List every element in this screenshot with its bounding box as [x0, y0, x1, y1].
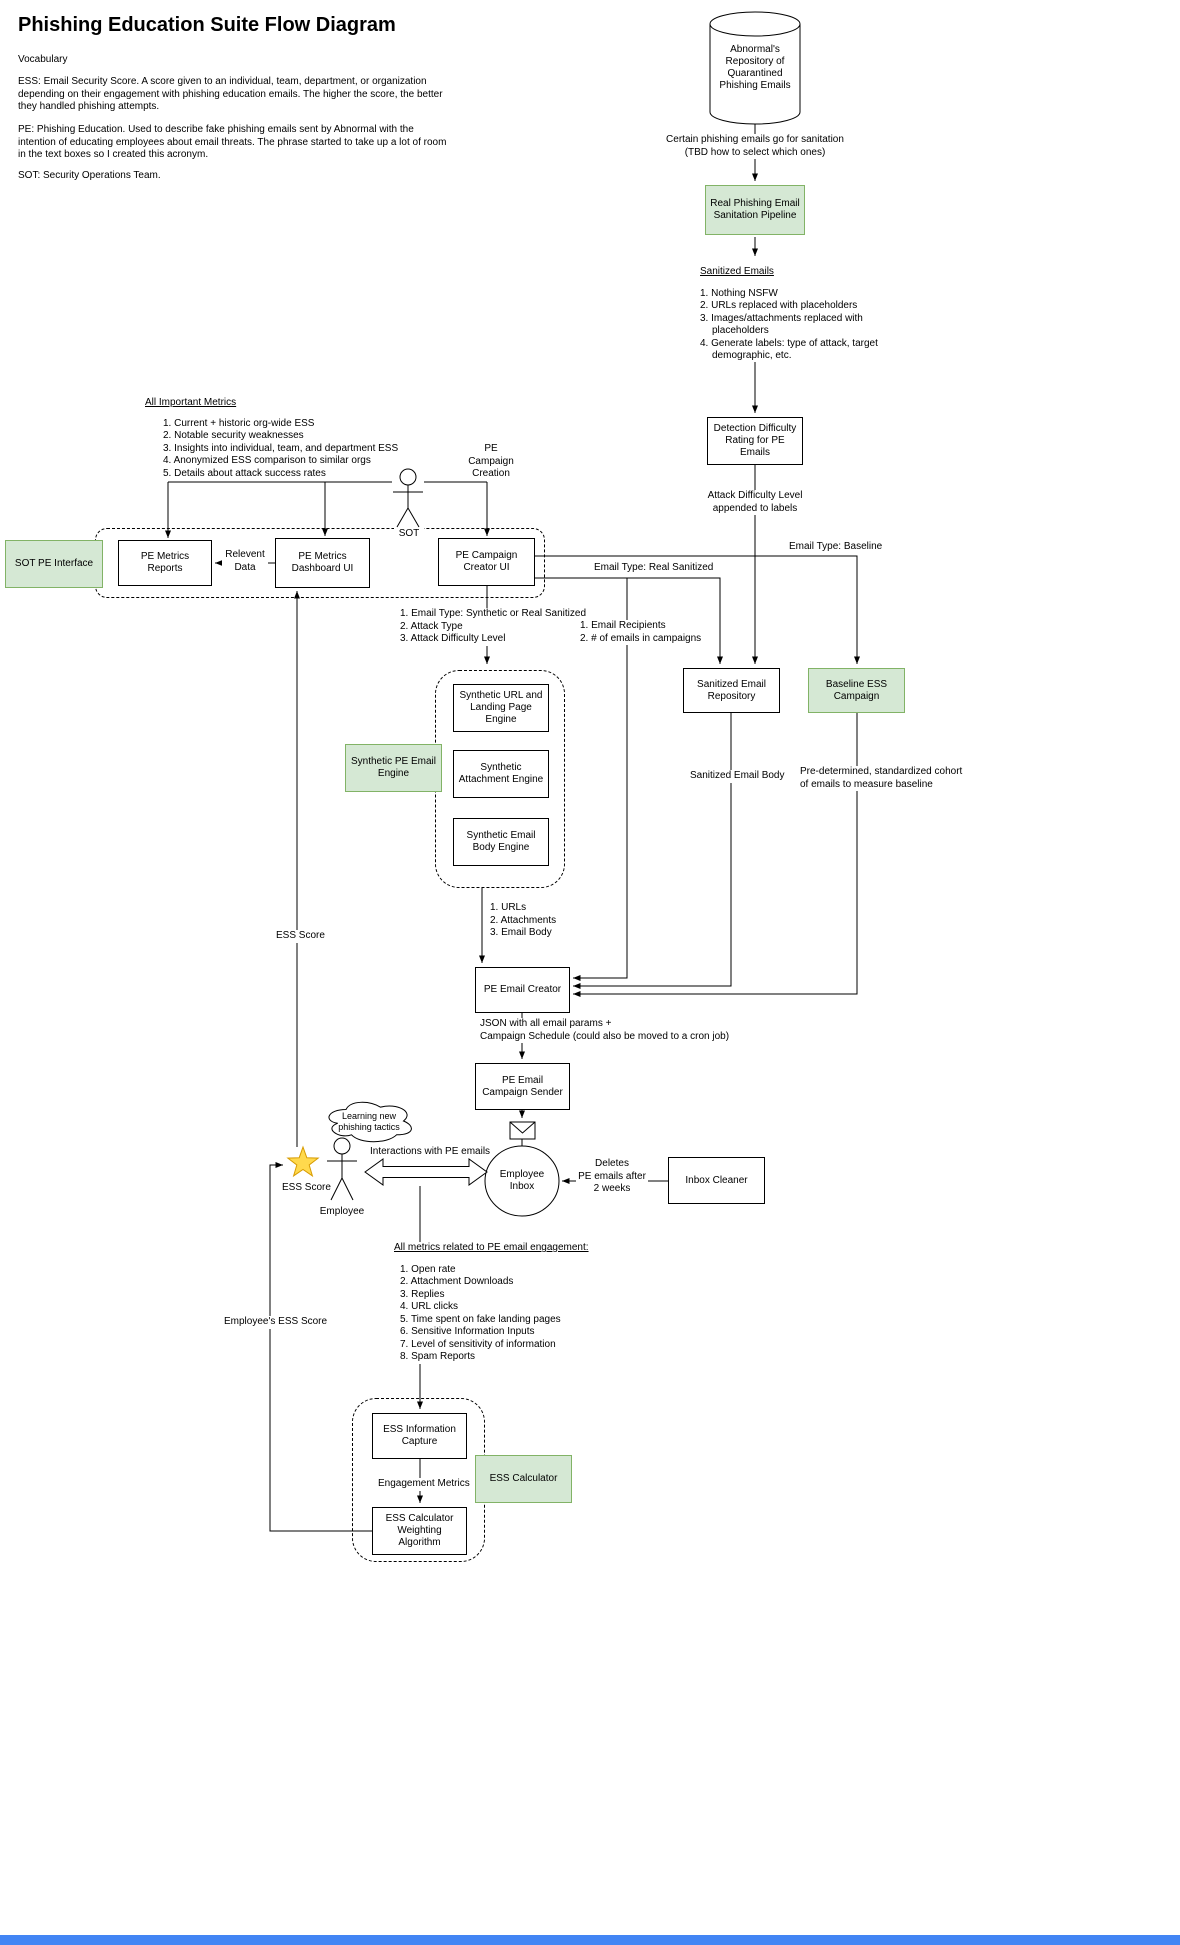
node-sanitation-pipeline: Real Phishing Email Sanitation Pipeline	[705, 185, 805, 235]
vocabulary-ess: ESS: Email Security Score. A score given…	[18, 76, 443, 112]
star-icon	[286, 1145, 320, 1178]
node-repository-db-label: Abnormal's Repository of Quarantined Phi…	[719, 44, 791, 91]
label-sanitized-email-body: Sanitized Email Body	[688, 770, 787, 783]
actor-employee-icon	[327, 1137, 357, 1201]
connector-repository-to-email-creator	[573, 713, 732, 989]
employee-inbox-ellipse	[484, 1145, 560, 1217]
connector-creator-to-baseline	[535, 555, 860, 664]
node-synthetic-attachment-engine: Synthetic Attachment Engine	[453, 750, 549, 798]
actor-sot-icon	[393, 468, 423, 528]
node-ess-information-capture: ESS Information Capture	[372, 1413, 467, 1459]
label-campaign-params-list: 1. Email Type: Synthetic or Real Sanitiz…	[398, 608, 589, 646]
node-inbox-cleaner: Inbox Cleaner	[668, 1157, 765, 1204]
connector-baseline-to-email-creator	[573, 713, 858, 997]
node-sanitized-email-repository: Sanitized Email Repository	[683, 668, 780, 713]
node-pe-metrics-dashboard: PE Metrics Dashboard UI	[275, 538, 370, 588]
node-pe-email-campaign-sender: PE Email Campaign Sender	[475, 1063, 570, 1110]
label-engagement-metrics: Engagement Metrics	[376, 1478, 472, 1491]
important-metrics-block: All Important Metrics 1. Current + histo…	[145, 397, 398, 480]
label-sot-actor: SOT	[394, 528, 424, 541]
engagement-metrics-block: All metrics related to PE email engageme…	[392, 1242, 591, 1364]
connector-creator-to-repository	[535, 577, 723, 664]
node-baseline-ess-campaign: Baseline ESS Campaign	[808, 668, 905, 713]
node-employee-inbox-label: Employee Inbox	[499, 1169, 545, 1192]
bottom-bar	[0, 1935, 1180, 1945]
label-ess-score-upper: ESS Score	[274, 930, 327, 943]
vocabulary-sot: SOT: Security Operations Team.	[18, 170, 161, 181]
node-synthetic-pe-email-engine: Synthetic PE Email Engine	[345, 744, 442, 792]
double-arrow-icon	[364, 1158, 488, 1186]
label-ess-score-star: ESS Score	[280, 1182, 333, 1195]
node-pe-email-creator: PE Email Creator	[475, 967, 570, 1013]
thought-cloud-icon	[328, 1101, 412, 1143]
node-ess-weighting-algorithm: ESS Calculator Weighting Algorithm	[372, 1507, 467, 1555]
connector-weighting-to-employee-ess	[269, 1162, 372, 1532]
node-pe-campaign-creator: PE Campaign Creator UI	[438, 538, 535, 586]
label-employees-ess-score: Employee's ESS Score	[222, 1316, 330, 1329]
important-metrics-heading: All Important Metrics	[145, 397, 237, 408]
label-interactions: Interactions with PE emails	[370, 1146, 491, 1157]
node-detection-difficulty: Detection Difficulty Rating for PE Email…	[707, 417, 803, 465]
node-ess-calculator: ESS Calculator	[475, 1455, 572, 1503]
label-json-params-note: JSON with all email params +Campaign Sch…	[478, 1018, 732, 1043]
label-email-type-real-sanitized: Email Type: Real Sanitized	[592, 562, 716, 575]
vocabulary-pe: PE: Phishing Education. Used to describe…	[18, 124, 447, 160]
label-learning-cloud: Learning new phishing tactics	[338, 1111, 400, 1132]
connector-creator-to-email-creator	[573, 578, 628, 981]
envelope-icon	[509, 1121, 536, 1140]
node-sot-pe-interface: SOT PE Interface	[5, 540, 103, 588]
node-synthetic-email-body-engine: Synthetic Email Body Engine	[453, 818, 549, 866]
database-icon	[709, 11, 801, 125]
page-title: Phishing Education Suite Flow Diagram	[18, 14, 396, 36]
node-synthetic-url-engine: Synthetic URL and Landing Page Engine	[453, 684, 549, 732]
label-email-type-baseline: Email Type: Baseline	[787, 541, 885, 554]
vocabulary-heading: Vocabulary	[18, 54, 68, 65]
label-sanitation-note: Certain phishing emails go for sanitatio…	[655, 134, 855, 159]
node-pe-metrics-reports: PE Metrics Reports	[118, 540, 212, 586]
engagement-metrics-heading: All metrics related to PE email engageme…	[394, 1242, 589, 1253]
label-employee: Employee	[319, 1206, 365, 1217]
sanitized-emails-heading: Sanitized Emails	[700, 266, 774, 277]
